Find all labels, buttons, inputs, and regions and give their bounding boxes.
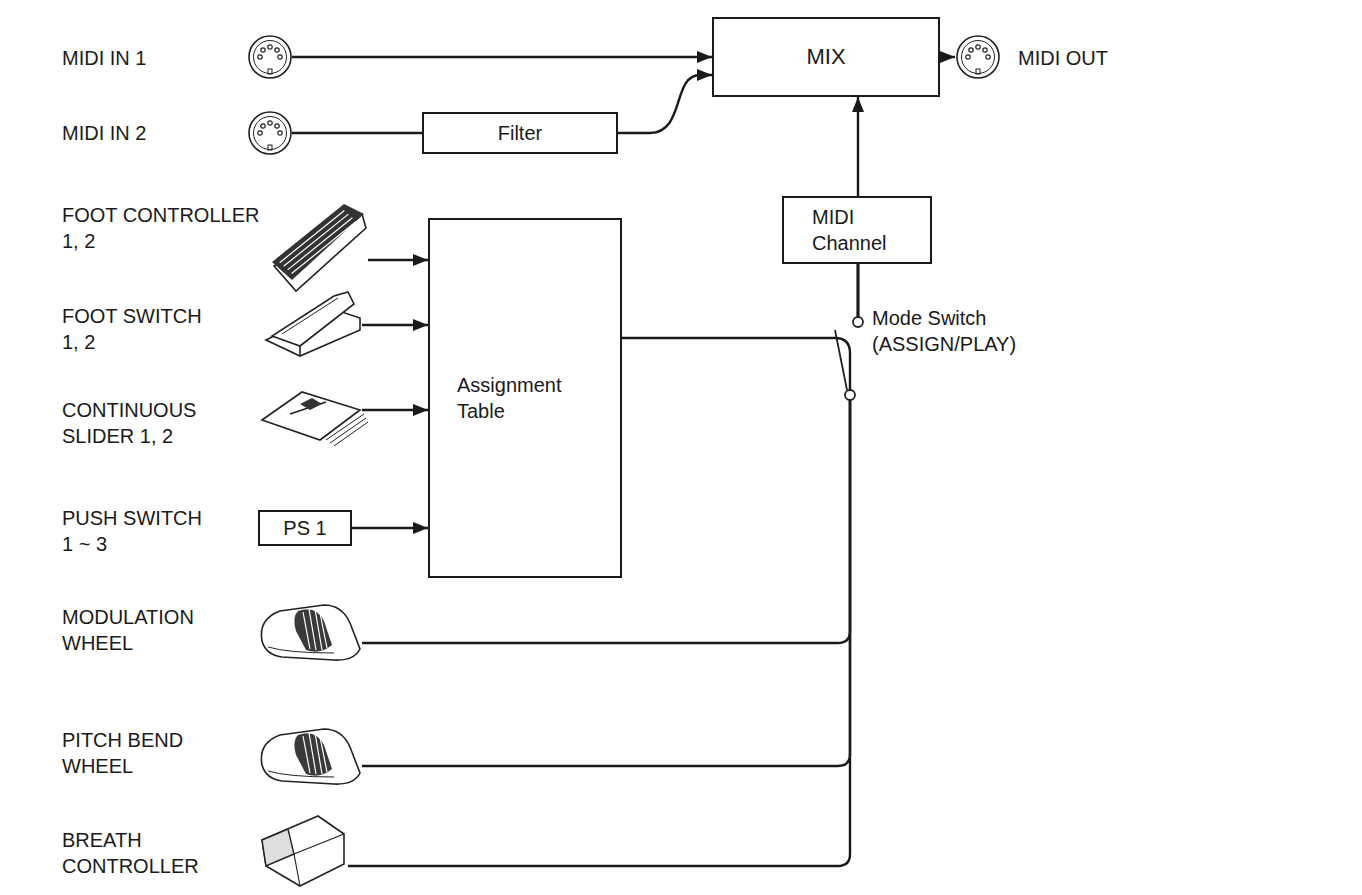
device-label: BREATH CONTROLLER	[62, 827, 212, 879]
foot-switch: FOOT SWITCH 1, 2	[55, 297, 362, 360]
signal-line	[362, 409, 428, 411]
device-label: MODULATION WHEEL	[62, 604, 212, 656]
continuous-slider: CONTINUOUS SLIDER 1, 2	[55, 385, 362, 445]
modulation-wheel: MODULATION WHEEL	[55, 598, 362, 662]
push-switch-box: PS 1	[258, 510, 352, 546]
filter-box: Filter	[422, 112, 618, 154]
pitch-bend-wheel: PITCH BEND WHEEL	[55, 720, 362, 795]
signal-line	[352, 527, 428, 529]
signal-line	[292, 132, 422, 134]
signal-line	[368, 259, 428, 261]
assignment-table: Assignment Table	[428, 218, 622, 578]
device-label: MIDI OUT	[1018, 45, 1188, 71]
signal-line	[618, 75, 712, 133]
push-switch: PUSH SWITCH 1 ~ 3 PS 1	[55, 500, 352, 560]
box-label: MIDI Channel	[812, 204, 902, 256]
signal-line	[857, 97, 859, 196]
device-label: PITCH BEND WHEEL	[62, 727, 212, 779]
device-label: MIDI IN 2	[62, 120, 262, 146]
foot-controller: FOOT CONTROLLER 1, 2	[55, 198, 368, 295]
box-label: Filter	[498, 120, 542, 146]
mix-box: MIX	[712, 17, 940, 97]
signal-line	[362, 324, 428, 326]
signal-line	[622, 264, 858, 390]
device-label: PUSH SWITCH 1 ~ 3	[62, 505, 212, 557]
mode-switch-label: Mode Switch (ASSIGN/PLAY)	[872, 305, 1052, 357]
breath-controller: BREATH CONTROLLER	[55, 815, 348, 892]
box-label: Assignment Table	[457, 372, 577, 424]
signal-line	[292, 56, 712, 58]
midi-in-connector: MIDI IN 2	[55, 110, 292, 156]
device-label: FOOT SWITCH 1, 2	[62, 303, 222, 355]
device-label: FOOT CONTROLLER 1, 2	[62, 202, 272, 254]
box-label: MIX	[806, 44, 845, 70]
signal-line	[940, 56, 955, 58]
midi-out-connector: MIDI OUT	[955, 34, 1195, 80]
midi-channel-box: MIDI Channel	[782, 196, 932, 264]
device-label: CONTINUOUS SLIDER 1, 2	[62, 397, 212, 449]
device-label: MIDI IN 1	[62, 45, 262, 71]
midi-in-connector: MIDI IN 1	[55, 34, 292, 80]
